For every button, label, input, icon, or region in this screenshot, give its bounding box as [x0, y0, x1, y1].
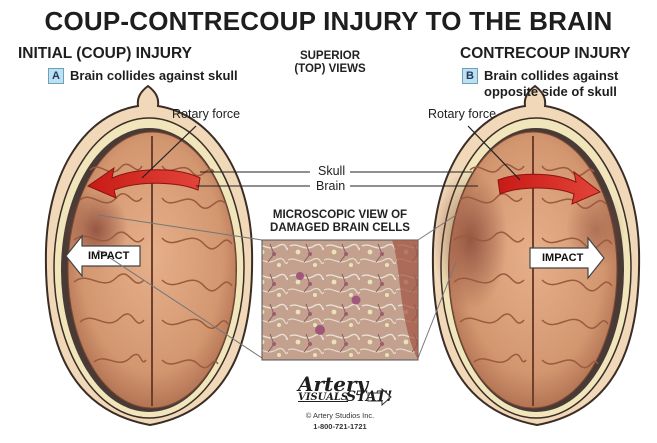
badge-b: B — [462, 68, 478, 84]
phone-text: 1-800-721-1721 — [290, 422, 390, 431]
views-label-line1: SUPERIOR — [270, 50, 390, 63]
views-label-line2: (TOP) VIEWS — [270, 63, 390, 76]
copyright-text: © Artery Studios Inc. — [290, 411, 390, 420]
right-rotary-label: Rotary force — [428, 107, 496, 121]
skull-label: Skull — [318, 164, 345, 178]
left-heading: INITIAL (COUP) INJURY — [18, 45, 192, 63]
left-caption-text: Brain collides against skull — [70, 68, 238, 84]
left-rotary-label: Rotary force — [172, 107, 240, 121]
left-impact-label: IMPACT — [88, 250, 129, 262]
microscopic-label-line2: DAMAGED BRAIN CELLS — [256, 222, 424, 235]
left-head — [46, 86, 252, 425]
right-head — [432, 86, 639, 425]
logo-word-visuals: VISUALS — [298, 392, 348, 403]
microscopic-label: MICROSCOPIC VIEW OF DAMAGED BRAIN CELLS — [256, 209, 424, 235]
right-heading: CONTRECOUP INJURY — [460, 45, 631, 63]
brain-label: Brain — [316, 179, 345, 193]
right-impact-label: IMPACT — [542, 252, 583, 264]
right-caption-line1: Brain collides against — [484, 68, 618, 83]
views-label: SUPERIOR (TOP) VIEWS — [270, 50, 390, 76]
microscopic-label-line1: MICROSCOPIC VIEW OF — [256, 209, 424, 222]
microscopic-panel — [262, 240, 418, 360]
right-contrecoup-bruise — [432, 170, 508, 310]
logo-word-stat: STAT! — [346, 389, 392, 405]
right-caption-text: Brain collides against opposite side of … — [484, 68, 618, 100]
page-title: COUP-CONTRECOUP INJURY TO THE BRAIN — [0, 6, 657, 37]
right-caption: B Brain collides against opposite side o… — [462, 68, 618, 100]
left-caption: A Brain collides against skull — [48, 68, 238, 84]
badge-a: A — [48, 68, 64, 84]
right-caption-line2: opposite side of skull — [484, 84, 617, 99]
